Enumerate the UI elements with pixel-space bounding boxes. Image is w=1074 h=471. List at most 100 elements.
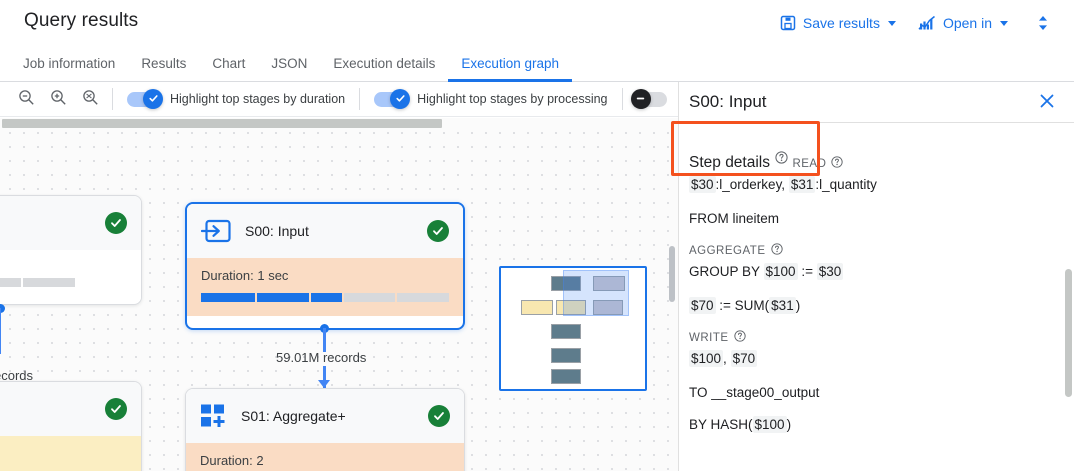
static-text: , [723, 351, 731, 366]
toolbar-divider [359, 88, 360, 110]
static-text: := [798, 264, 817, 279]
open-in-label: Open in [943, 15, 992, 31]
minimap[interactable] [499, 266, 647, 391]
node-header [0, 196, 141, 250]
horizontal-scrollbar[interactable] [0, 118, 678, 129]
node-title: S01: Aggregate+ [241, 408, 414, 424]
detail-label-write: WRITE [689, 330, 746, 345]
close-panel-button[interactable] [1032, 87, 1062, 117]
save-disk-icon [780, 15, 796, 31]
detail-by-hash: BY HASH($100) [689, 417, 1064, 432]
horizontal-scrollbar-thumb[interactable] [2, 119, 442, 128]
graph-node-s00-input[interactable]: S00: Input Duration: 1 sec [185, 202, 465, 330]
help-circle-icon[interactable] [771, 243, 783, 258]
read-label: READ [792, 158, 826, 170]
node-body [0, 436, 141, 471]
static-text: ) [787, 417, 792, 432]
node-body [0, 250, 141, 301]
token: $100 [764, 263, 798, 280]
static-text: GROUP BY [689, 264, 764, 279]
graph-node-s01-aggregate[interactable]: S01: Aggregate+ Duration: 2 [185, 388, 465, 471]
check-icon [143, 89, 163, 109]
progress-bar [201, 293, 449, 302]
token: $70 [689, 297, 716, 314]
static-text: ) [796, 298, 801, 313]
tab-execution-graph[interactable]: Execution graph [448, 46, 572, 81]
page-title: Query results [24, 10, 138, 32]
static-text: :l_orderkey, [716, 177, 789, 192]
edge-line [323, 328, 326, 352]
node-body: Duration: 1 sec [187, 258, 463, 316]
toggle-switch-on[interactable] [127, 92, 161, 107]
bar-segment-empty [344, 293, 395, 302]
panel-header: S00: Input [679, 82, 1074, 122]
graph-node-partial-top[interactable] [0, 195, 142, 305]
page-header: Query results Save results [0, 0, 1074, 46]
tab-job-information[interactable]: Job information [10, 46, 128, 81]
toggle-highlight-duration[interactable]: Highlight top stages by duration [117, 92, 355, 107]
graph-node-partial-bottom[interactable] [0, 381, 142, 471]
minimap-viewport[interactable] [563, 270, 629, 316]
token: $100 [753, 416, 787, 433]
toolbar-divider [622, 88, 623, 110]
minimap-tile [551, 324, 581, 339]
step-details-label: Step details [689, 154, 770, 172]
toggle-third[interactable] [627, 92, 677, 107]
static-text: BY HASH( [689, 417, 753, 432]
zoom-reset-icon [82, 89, 99, 109]
execution-graph-canvas[interactable]: ecords [0, 118, 678, 471]
token: $30 [689, 176, 716, 193]
help-circle-icon[interactable] [734, 330, 746, 345]
unfold-more-button[interactable] [1026, 6, 1060, 40]
unfold-more-icon [1036, 14, 1050, 32]
zoom-controls [0, 87, 108, 111]
graph-toolbar: Highlight top stages by duration Highlig… [0, 82, 678, 117]
toggle-highlight-processing[interactable]: Highlight top stages by processing [364, 92, 617, 107]
check-icon [390, 89, 410, 109]
token: $100 [689, 350, 723, 367]
node-title: S00: Input [245, 223, 413, 239]
tab-execution-details[interactable]: Execution details [320, 46, 448, 81]
bar-segment-filled [257, 293, 309, 302]
save-results-label: Save results [803, 15, 880, 31]
toggle-switch-off[interactable] [633, 92, 667, 107]
help-circle-icon[interactable] [775, 151, 788, 169]
toggle-switch-on[interactable] [374, 92, 408, 107]
step-details-panel: S00: Input Step details [678, 82, 1074, 471]
panel-body: Step details READ [679, 123, 1074, 432]
help-circle-icon[interactable] [831, 156, 843, 171]
edge-arrow-icon [318, 380, 330, 388]
zoom-out-button[interactable] [14, 87, 38, 111]
token: $70 [731, 350, 758, 367]
bar-segment [0, 278, 21, 287]
node-duration: Duration: 1 sec [201, 268, 449, 283]
zoom-in-icon [50, 89, 67, 109]
detail-value-read: $30:l_orderkey, $31:l_quantity [689, 175, 1064, 195]
tab-results[interactable]: Results [128, 46, 199, 81]
detail-label-read: READ [792, 156, 843, 171]
static-text: := SUM( [716, 298, 770, 313]
detail-label-aggregate: AGGREGATE [689, 243, 783, 258]
input-arrow-icon [201, 218, 231, 244]
zoom-reset-button[interactable] [78, 87, 102, 111]
detail-value-aggregate: GROUP BY $100 := $30 [689, 262, 1064, 282]
step-details-heading: Step details [689, 154, 788, 172]
aggregate-label: AGGREGATE [689, 245, 766, 257]
check-circle-icon [427, 220, 449, 242]
open-in-button[interactable]: Open in [908, 7, 1018, 39]
bar-segment-empty [397, 293, 449, 302]
chevron-down-icon [1000, 21, 1008, 26]
panel-scrollbar-thumb[interactable] [1065, 269, 1072, 397]
bar-segment [23, 278, 75, 287]
vertical-scrollbar-thumb[interactable] [669, 246, 675, 302]
node-header [0, 382, 141, 436]
minimap-tile [551, 369, 581, 384]
tab-json[interactable]: JSON [258, 46, 320, 81]
toggle-label-processing: Highlight top stages by processing [417, 92, 607, 106]
tab-chart[interactable]: Chart [199, 46, 258, 81]
save-results-button[interactable]: Save results [770, 7, 906, 39]
zoom-in-button[interactable] [46, 87, 70, 111]
detail-sum-expression: $70 := SUM($31) [689, 298, 1064, 313]
chevron-down-icon [888, 21, 896, 26]
